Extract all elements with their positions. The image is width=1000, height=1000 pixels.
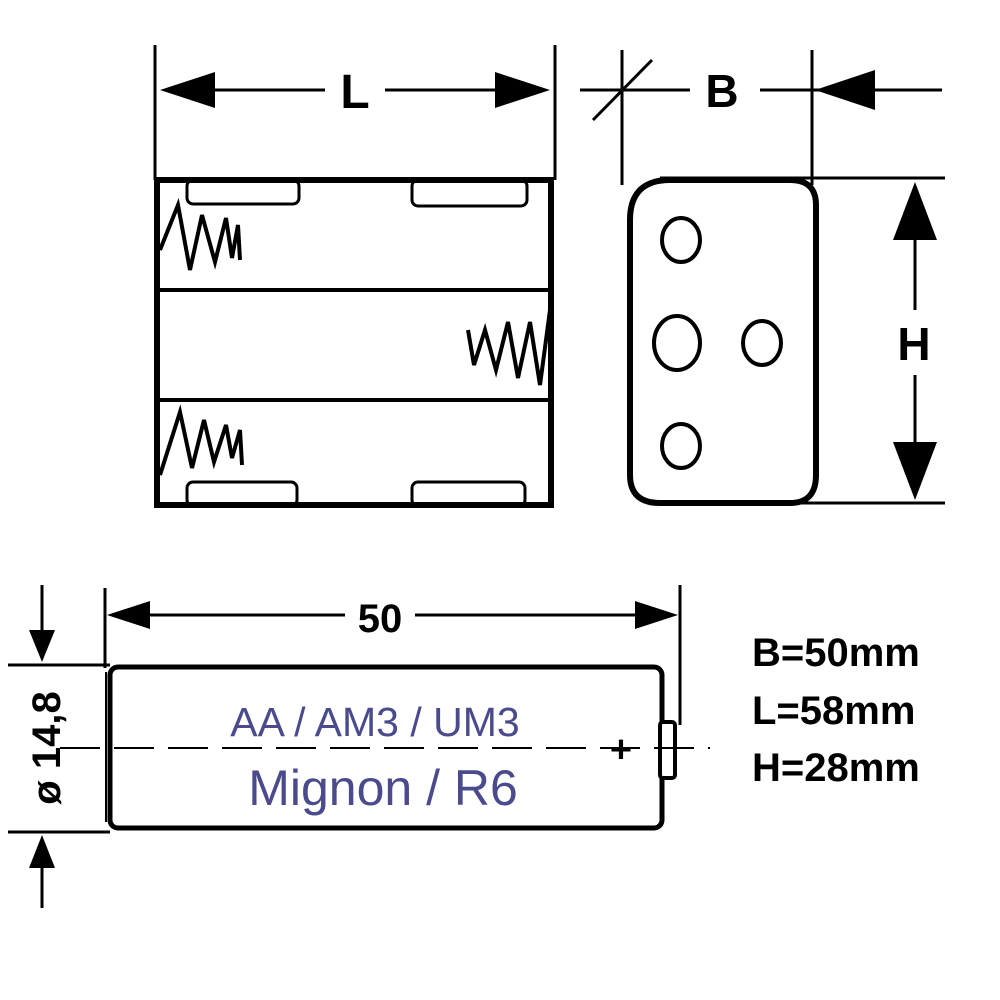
hole — [660, 422, 702, 470]
diameter-label: ø 14,8 — [25, 691, 69, 804]
length-dimension-arrow — [160, 72, 550, 108]
battery-drawing — [8, 585, 710, 908]
polarity-plus: + — [610, 729, 632, 771]
contact-tab — [185, 480, 299, 508]
battery-length-arrow — [107, 601, 678, 629]
spec-width: B=50mm — [752, 631, 920, 675]
height-label: H — [897, 318, 930, 370]
width-arrowhead — [815, 70, 875, 110]
positive-terminal — [658, 720, 677, 780]
holder-end-outline — [627, 177, 819, 506]
battery-type-line2: Mignon / R6 — [248, 760, 518, 816]
hole — [741, 319, 783, 367]
contact-tab — [410, 178, 529, 208]
hole — [652, 314, 702, 372]
height-dimension-arrow — [893, 182, 937, 500]
side-view — [580, 50, 945, 506]
width-label: B — [705, 65, 738, 117]
spec-length: L=58mm — [752, 689, 915, 733]
spec-height: H=28mm — [752, 746, 920, 790]
spring-icon — [158, 404, 244, 476]
holder-outline — [154, 177, 554, 508]
spring-icon — [466, 309, 552, 386]
contact-tab — [185, 178, 301, 206]
top-view — [153, 45, 557, 508]
hole — [660, 216, 702, 264]
battery-type-line1: AA / AM3 / UM3 — [230, 699, 519, 745]
length-label: L — [340, 66, 369, 119]
diameter-arrow — [29, 585, 55, 908]
battery-length-label: 50 — [358, 597, 403, 641]
spring-icon — [158, 197, 242, 271]
contact-tab — [410, 480, 527, 508]
